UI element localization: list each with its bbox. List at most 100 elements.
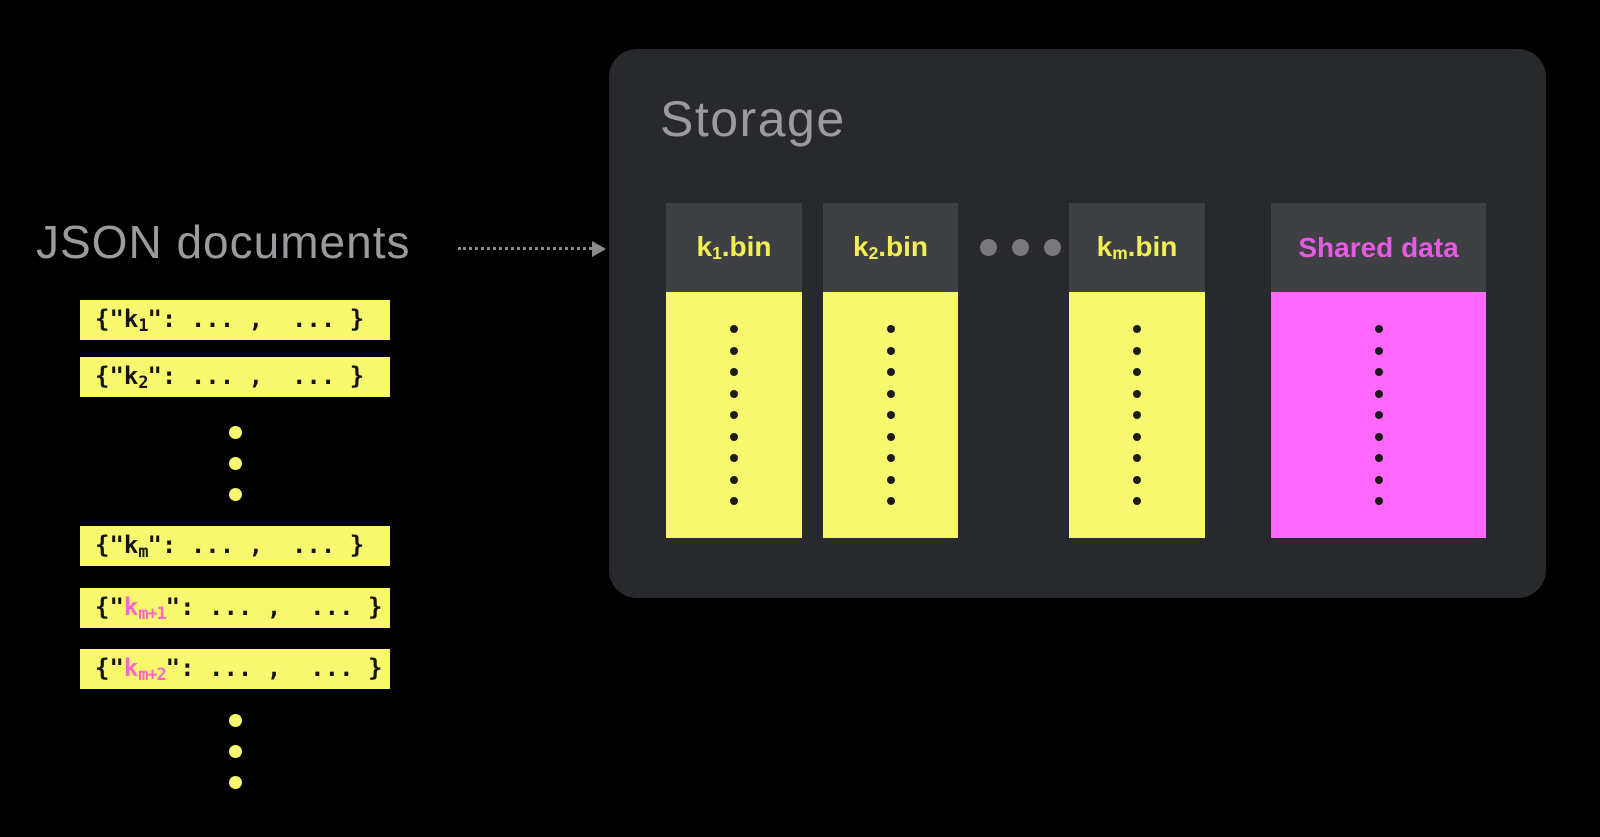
dot-icon — [980, 239, 997, 256]
dot-icon — [1374, 346, 1383, 355]
column-label: Shared data — [1298, 231, 1459, 263]
json-documents-label: JSON documents — [36, 216, 411, 268]
dot-icon — [1374, 325, 1383, 333]
doc-suffix: ": ... , ... } — [165, 592, 383, 621]
dot-icon — [1044, 239, 1061, 256]
json-document-text: {"k1": ... , ... } — [95, 305, 364, 335]
dot-icon — [228, 745, 242, 758]
dot-icon — [1374, 432, 1383, 441]
json-document-text: {"km+1": ... , ... } — [95, 593, 382, 623]
dot-icon — [1012, 239, 1029, 256]
doc-prefix: {" — [95, 530, 124, 559]
column-header: k2.bin — [823, 203, 958, 292]
dot-icon — [886, 475, 895, 484]
column-body — [1069, 292, 1205, 538]
doc-key: k1 — [123, 304, 149, 336]
column-header: k1.bin — [666, 203, 802, 292]
dot-icon — [228, 776, 242, 789]
dot-icon — [1133, 389, 1141, 398]
vertical-ellipsis — [80, 706, 390, 789]
dot-icon — [730, 346, 738, 355]
doc-key: k2 — [123, 361, 149, 393]
json-document-bar: {"km": ... , ... } — [80, 526, 390, 566]
dot-icon — [730, 411, 738, 419]
dot-icon — [730, 432, 738, 441]
storage-column-k1: k1.bin — [666, 203, 802, 538]
doc-prefix: {" — [95, 304, 124, 333]
column-header: km.bin — [1069, 203, 1205, 292]
arrow-head-icon — [592, 240, 606, 257]
file-extension: .bin — [878, 230, 928, 262]
column-body — [823, 292, 958, 538]
column-label: k1.bin — [697, 231, 772, 264]
file-extension: .bin — [1127, 230, 1178, 262]
dot-icon — [1133, 325, 1141, 333]
dot-icon — [1374, 454, 1383, 462]
doc-key: km — [123, 530, 149, 562]
dot-icon — [1374, 475, 1383, 484]
doc-key-subscript: m+2 — [138, 664, 166, 685]
dot-icon — [1133, 475, 1141, 484]
dot-icon — [886, 411, 895, 419]
dot-icon — [1374, 389, 1383, 398]
dot-icon — [228, 488, 242, 501]
doc-key-subscript: m — [138, 541, 148, 562]
storage-column-km: km.bin — [1069, 203, 1205, 538]
dot-icon — [886, 432, 895, 441]
file-key-subscript: 1 — [712, 243, 722, 264]
arrow-dotted-line-icon — [458, 247, 592, 250]
json-document-bar: {"km+1": ... , ... } — [80, 588, 390, 628]
dot-icon — [886, 389, 895, 398]
doc-suffix: ": ... , ... } — [165, 653, 383, 682]
dot-icon — [1133, 368, 1141, 376]
dot-icon — [1374, 411, 1383, 419]
file-extension: .bin — [721, 230, 772, 262]
dot-icon — [1133, 454, 1141, 462]
column-body — [1271, 292, 1486, 538]
storage-column-shared-data: Shared data — [1271, 203, 1486, 538]
dot-icon — [228, 457, 242, 470]
dot-icon — [730, 454, 738, 462]
doc-suffix: ": ... , ... } — [147, 304, 365, 333]
column-label: km.bin — [1097, 231, 1178, 264]
dot-icon — [886, 368, 895, 376]
dot-icon — [1374, 368, 1383, 376]
vertical-ellipsis — [80, 414, 390, 509]
dot-icon — [228, 426, 242, 439]
doc-key-subscript: m+1 — [138, 603, 166, 624]
arrow-json-to-storage — [458, 240, 606, 257]
dot-icon — [730, 497, 738, 505]
dot-icon — [886, 497, 895, 505]
json-document-text: {"km+2": ... , ... } — [95, 654, 382, 684]
doc-prefix: {" — [95, 361, 124, 390]
doc-prefix: {" — [95, 653, 124, 682]
json-document-text: {"k2": ... , ... } — [95, 362, 364, 392]
doc-key: km+1 — [123, 592, 167, 624]
dot-icon — [1374, 497, 1383, 505]
dot-icon — [1133, 346, 1141, 355]
dot-icon — [730, 368, 738, 376]
dot-icon — [886, 346, 895, 355]
column-body — [666, 292, 802, 538]
json-document-bar: {"k1": ... , ... } — [80, 300, 390, 340]
file-key-subscript: 2 — [868, 243, 879, 264]
column-header: Shared data — [1271, 203, 1486, 292]
dot-icon — [228, 714, 242, 727]
json-document-bar: {"k2": ... , ... } — [80, 357, 390, 397]
doc-key-subscript: 1 — [138, 315, 148, 336]
file-key: k — [1096, 230, 1113, 262]
doc-suffix: ": ... , ... } — [147, 530, 365, 559]
file-key-subscript: m — [1112, 243, 1128, 264]
doc-key: km+2 — [123, 653, 167, 685]
storage-column-k2: k2.bin — [823, 203, 958, 538]
dot-icon — [1133, 411, 1141, 419]
dot-icon — [886, 454, 895, 462]
json-document-text: {"km": ... , ... } — [95, 531, 364, 561]
doc-prefix: {" — [95, 592, 124, 621]
json-document-bar: {"km+2": ... , ... } — [80, 649, 390, 689]
horizontal-ellipsis — [976, 203, 1065, 292]
doc-key-subscript: 2 — [138, 372, 148, 393]
